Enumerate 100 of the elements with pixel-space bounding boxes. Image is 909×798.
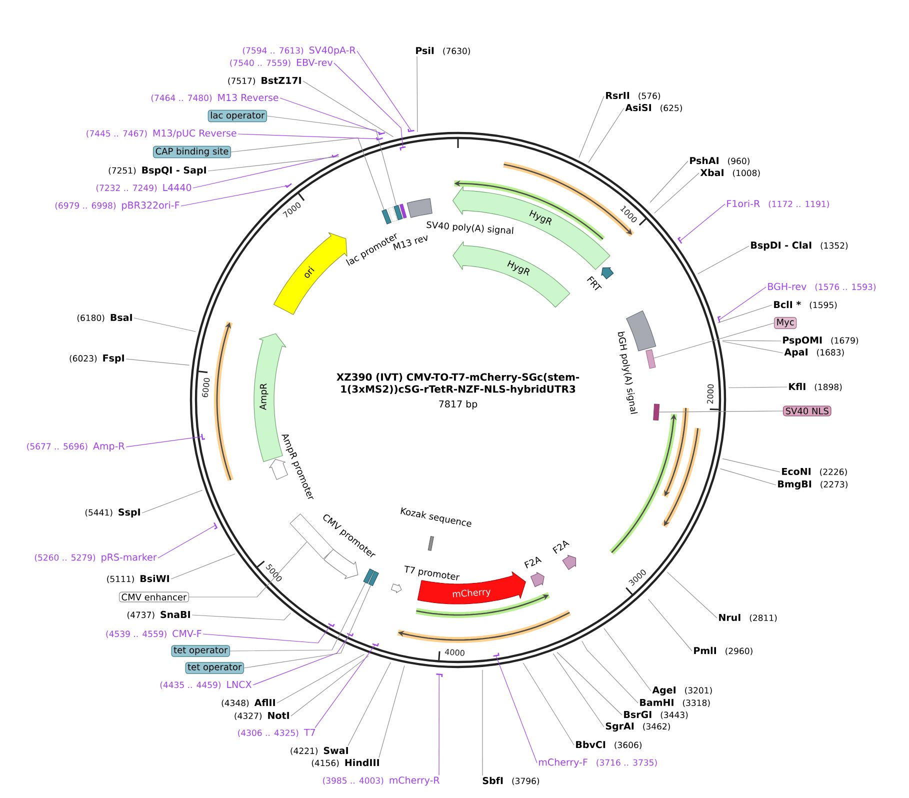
site-label: ApaI (1683) [784,348,844,358]
leader-line [416,56,418,132]
site-label: (4348) AflII [222,698,275,708]
feature-label: SV40 poly(A) signal [426,221,514,235]
primer-label: (7232 .. 7249) L4440 [96,184,192,192]
leader-line [650,160,688,203]
feature-tag: CMV enhancer [119,592,189,602]
plasmid-title: XZ390 (IVT) CMV-TO-T7-mCherry-SGc(stem-1(3xMS2))cSG-rTetR-NZF-NLS-hybridUTR3 [336,373,580,395]
site-label: PshAI (960) [690,156,750,166]
feature-mark [368,571,379,586]
leader-line [266,116,397,206]
primer-label: (7464 .. 7480) M13 Reverse [151,94,278,102]
leader-line [680,204,726,242]
size-label: 7817 bp [439,400,478,410]
primer-label: (6979 .. 6998) pBR322ori-F [55,201,180,211]
leader-line [556,652,622,716]
leader-line [238,134,380,140]
leader-line [126,358,190,366]
feature-mark [363,568,374,584]
site-label: (4221) SwaI [290,746,348,756]
feature-tag: tet operator [185,662,244,674]
leader-line [192,156,336,188]
site-label: (4737) SnaBI [127,610,190,620]
primer-label: BGH-rev (1576 .. 1593) [768,282,876,292]
primer-label: (5677 .. 5696) Amp-R [27,442,125,452]
site-label: SbfI (3796) [482,776,540,786]
leader-line [722,458,780,472]
feature-label: Kozak sequence [400,507,472,527]
site-label: RsrII (576) [606,92,660,100]
primer-label: (3985 .. 4003) mCherry-R [323,776,440,786]
site-label: BspDI - ClaI (1352) [751,241,848,251]
tick-label: 2000 [707,384,714,404]
leader-line [717,304,772,324]
site-label: BclI * (1595) [774,300,837,310]
tick-label: 6000 [202,378,210,398]
leader-line [280,98,382,134]
feature-label: T7 promoter [404,566,460,580]
site-label: EcoNI (2226) [782,468,847,476]
leader-line [188,542,308,598]
leader-line [252,634,350,686]
leader-line [302,80,394,138]
leader-line [588,108,624,163]
feature-label: mCherry [452,589,490,598]
primer-label: mCherry-F (3716 .. 3735) [539,758,657,768]
site-label: NruI (2811) [719,614,777,622]
feature-tag: SV40 NLS [783,406,832,416]
primer-label: (4435 .. 4459) LNCX [160,680,252,690]
leader-line [348,662,391,746]
site-label: (5111) BsiWI [107,574,169,584]
feature-tag: Myc [774,316,797,329]
primer-label: (7540 .. 7559) EBV-rev [230,58,333,67]
primer-label: (7594 .. 7613) SV40pA-R [242,46,356,56]
leader-line [180,185,290,206]
primer-label: (4539 .. 4559) CMV-F [106,630,202,638]
leader-line [722,341,784,354]
leader-line [276,654,365,704]
leader-line [208,156,340,172]
leader-line [698,246,750,274]
site-label: BmgBI (2273) [778,480,848,490]
feature-tag: tet operator [171,645,230,657]
site-label: PspOMI (1679) [783,336,858,346]
leader-line [654,172,700,214]
leader-line [230,582,366,652]
feature-label: bGH poly(A) signal [618,332,638,414]
site-label: KflI (1898) [789,382,842,392]
feature-mark [646,349,656,369]
leader-line [230,138,384,210]
leader-line [522,662,574,746]
feature-label: F2A [552,540,570,554]
site-label: BsrGI (3443) [624,710,688,720]
leader-line [654,322,774,358]
leader-line [496,655,538,764]
feature-mark [394,205,403,220]
site-label: (7251) BspQI - SapI [108,166,206,176]
leader-line [720,468,776,486]
leader-line [334,62,404,148]
site-label: (4327) NotI [234,712,289,720]
feature-tag: CAP binding site [153,146,231,158]
site-label: (5441) SspI [85,508,140,518]
leader-line [438,674,440,776]
site-label: AsiSI (625) [625,104,682,112]
site-label: SgrAI (3462) [606,722,670,732]
leader-line [202,624,332,644]
site-label: PmlI (2960) [694,646,752,656]
feature-tag: lac operator [208,110,267,122]
tick-label: 4000 [444,648,464,656]
site-label: AgeI (3201) [652,686,712,696]
leader-line [126,436,202,448]
primer-label: (7445 .. 7467) M13/pUC Reverse [86,129,236,138]
leader-line [314,644,376,728]
site-label: BbvCI (3606) [576,740,642,750]
site-label: BamHI (3318) [640,698,710,708]
leader-line [378,665,405,758]
feature-label: AmpR [260,383,268,410]
leader-line [356,50,412,132]
leader-line [192,612,291,620]
site-label: (6180) BsaI [77,314,132,322]
primer-label: F1ori-R (1172 .. 1191) [727,200,829,208]
feature-label: ori [304,266,314,278]
leader-line [482,670,483,776]
